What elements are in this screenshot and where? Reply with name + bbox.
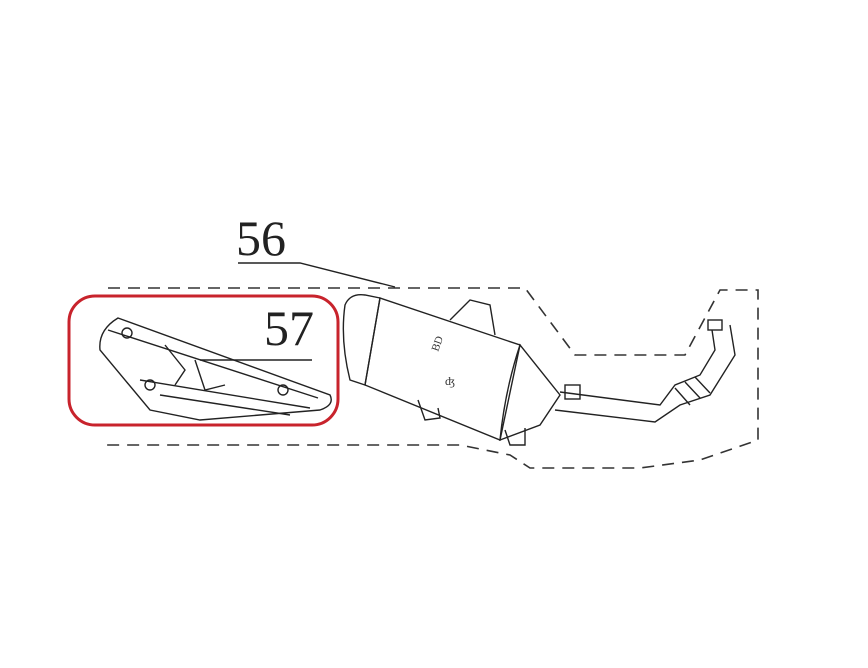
callout-56-label: 56 xyxy=(236,210,286,266)
callout-56-leader xyxy=(238,262,396,288)
muffler: BD ʤ xyxy=(342,294,561,446)
svg-text:BD: BD xyxy=(430,335,447,354)
exhaust-pipe xyxy=(554,319,736,423)
callout-57-label: 57 xyxy=(264,300,314,356)
highlight-box xyxy=(67,294,340,427)
svg-text:ʤ: ʤ xyxy=(445,374,455,388)
heat-shield xyxy=(99,317,332,421)
group-outline xyxy=(100,287,759,469)
